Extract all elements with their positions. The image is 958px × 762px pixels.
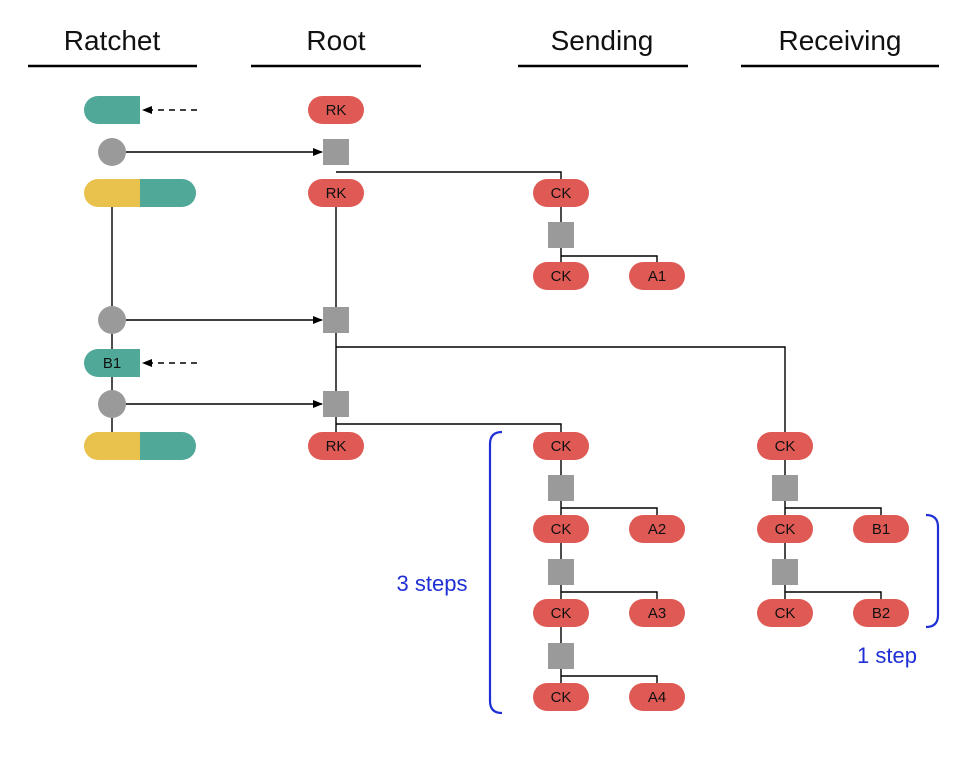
root-kdf-3 xyxy=(323,391,349,417)
column-headers: Ratchet Root Sending Receiving xyxy=(28,25,939,68)
sending-chain-key-3-label: CK xyxy=(551,438,572,455)
root-kdf-2 xyxy=(323,307,349,333)
sending-chain-key-1-label: CK xyxy=(551,185,572,202)
receiving-chain-key-2 xyxy=(757,515,813,543)
step-annotations: 3 steps 1 step xyxy=(397,430,940,715)
receiving-chain-key-2-label: CK xyxy=(775,521,796,538)
sending-kdf-3 xyxy=(548,559,574,585)
dh-circle-2 xyxy=(98,306,126,334)
receiving-steps-label: 1 step xyxy=(857,643,917,668)
receiving-steps-bracket xyxy=(925,513,940,629)
root-column: RK RK RK xyxy=(308,96,364,460)
message-key-a4 xyxy=(629,683,685,711)
header-ratchet: Ratchet xyxy=(64,25,161,56)
root-key-1-label: RK xyxy=(326,102,347,119)
sending-steps-label: 3 steps xyxy=(397,571,468,596)
message-key-a2 xyxy=(629,515,685,543)
root-key-3-label: RK xyxy=(326,438,347,455)
sending-steps-bracket xyxy=(488,430,503,715)
sending-chain-1: CK CK A1 xyxy=(533,179,685,290)
header-sending: Sending xyxy=(551,25,654,56)
message-key-a1 xyxy=(629,262,685,290)
message-key-b1-label: B1 xyxy=(872,521,890,538)
receiving-chain-key-3-label: CK xyxy=(775,605,796,622)
root-key-2 xyxy=(308,179,364,207)
key-pair-1 xyxy=(84,179,196,207)
sending-chain-key-2 xyxy=(533,262,589,290)
sending-chain-key-6 xyxy=(533,683,589,711)
root-kdf-1 xyxy=(323,139,349,165)
receiving-kdf-2 xyxy=(772,559,798,585)
message-key-b2 xyxy=(853,599,909,627)
sending-kdf-4 xyxy=(548,643,574,669)
root-key-1 xyxy=(308,96,364,124)
receiving-kdf-1 xyxy=(772,475,798,501)
receiving-chain-key-1 xyxy=(757,432,813,460)
key-pair-2 xyxy=(84,432,196,460)
root-key-2-label: RK xyxy=(326,185,347,202)
dh-circle-1 xyxy=(98,138,126,166)
public-key-b1 xyxy=(84,349,140,377)
arrows xyxy=(112,106,323,408)
sending-kdf-1 xyxy=(548,222,574,248)
message-key-a4-label: A4 xyxy=(648,689,666,706)
sending-chain-key-2-label: CK xyxy=(551,268,572,285)
header-root: Root xyxy=(306,25,365,56)
message-key-a3-label: A3 xyxy=(648,605,666,622)
ratchet-column: B1 xyxy=(84,96,196,460)
sending-chain-key-1 xyxy=(533,179,589,207)
dh-circle-3 xyxy=(98,390,126,418)
message-key-a1-label: A1 xyxy=(648,268,666,285)
message-key-a2-label: A2 xyxy=(648,521,666,538)
sending-chain-2: CK CK A2 CK A3 CK A4 xyxy=(533,432,685,711)
sending-chain-key-5-label: CK xyxy=(551,605,572,622)
sending-chain-key-4 xyxy=(533,515,589,543)
sending-kdf-2 xyxy=(548,475,574,501)
receiving-chain: CK CK B1 CK B2 xyxy=(757,432,909,627)
sending-chain-key-6-label: CK xyxy=(551,689,572,706)
message-key-a3 xyxy=(629,599,685,627)
header-receiving: Receiving xyxy=(779,25,902,56)
receiving-chain-key-1-label: CK xyxy=(775,438,796,455)
message-key-b2-label: B2 xyxy=(872,605,890,622)
public-key-b1-label: B1 xyxy=(103,355,121,372)
sending-chain-key-3 xyxy=(533,432,589,460)
message-key-b1 xyxy=(853,515,909,543)
receiving-chain-key-3 xyxy=(757,599,813,627)
sending-chain-key-4-label: CK xyxy=(551,521,572,538)
sending-chain-key-5 xyxy=(533,599,589,627)
public-key-top xyxy=(84,96,140,124)
root-key-3 xyxy=(308,432,364,460)
